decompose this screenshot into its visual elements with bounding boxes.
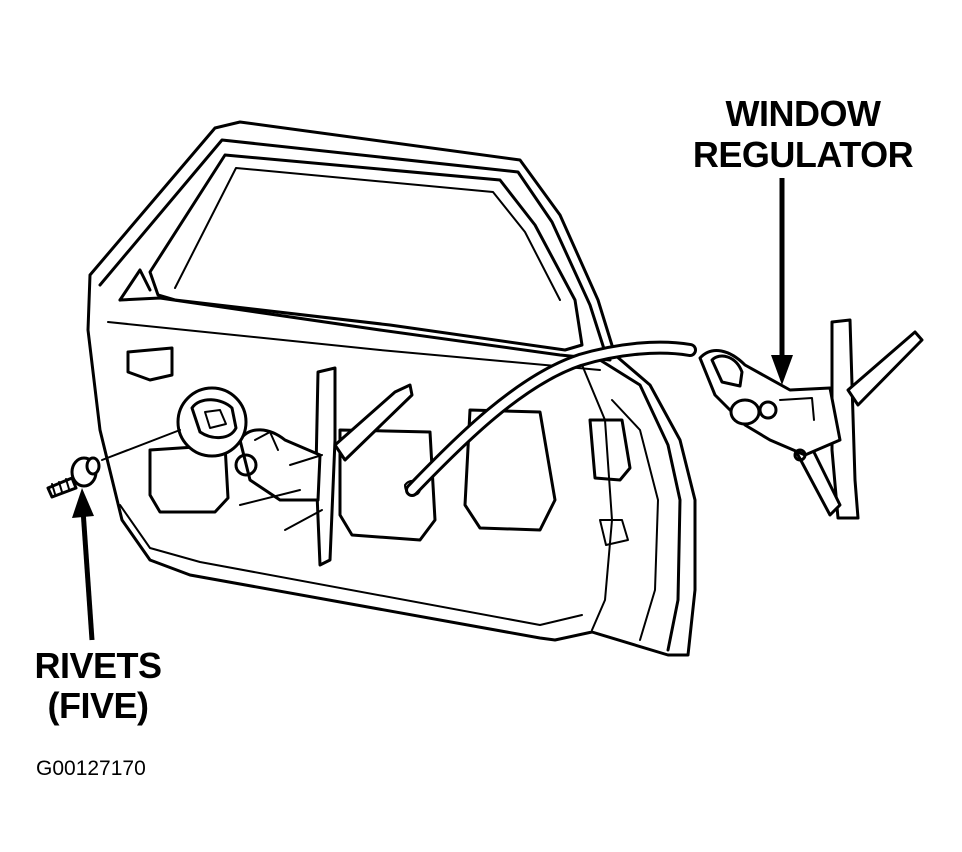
rivet-icon — [46, 456, 101, 499]
door-shell — [86, 120, 697, 657]
rivet-detail-magnifier — [101, 386, 248, 461]
access-hole-right — [463, 408, 557, 532]
figure-id: G00127170 — [36, 757, 146, 780]
window-regulator-arrow — [771, 178, 793, 385]
label-rivets-line2: (FIVE) — [48, 685, 149, 726]
label-window-regulator-line1: WINDOW — [726, 93, 881, 134]
rivets-arrow — [72, 488, 95, 641]
window-regulator-assembly — [698, 318, 924, 520]
access-hole-top-left — [126, 346, 174, 382]
access-hole-rear — [588, 418, 632, 482]
label-window-regulator-line2: REGULATOR — [693, 134, 914, 175]
regulator-cable — [405, 340, 697, 497]
access-hole-center — [338, 428, 437, 542]
label-rivets-line1: RIVETS — [34, 645, 161, 686]
installed-regulator — [234, 366, 414, 567]
